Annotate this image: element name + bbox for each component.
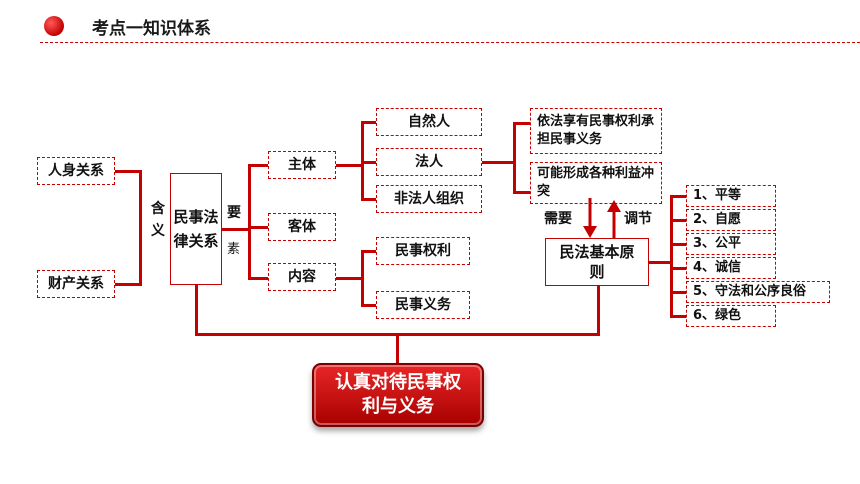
line-to-p2 [670,219,686,222]
line-content-right [336,277,364,280]
personal-relation-box: 人身关系 [37,157,115,185]
civil-rights-box: 民事权利 [376,237,470,265]
line-subjects-right [482,161,516,164]
line-elements-vertical [248,165,251,279]
line-personal [115,170,142,173]
civil-legal-relation-box: 民事法律关系 [170,173,222,285]
line-to-p5 [670,291,686,294]
line-to-p3 [670,243,686,246]
line-property [115,283,142,286]
main-theme-text: 认真对待民事权利与义务 [335,371,461,417]
natural-person-box: 自然人 [376,108,482,136]
arrows-icon [583,198,621,240]
principle-item: 1、平等 [686,185,776,207]
unincorporated-org-box: 非法人组织 [376,185,482,213]
line-to-main [396,333,399,364]
page-title: 考点一知识体系 [92,19,211,39]
line-to-object [248,226,270,229]
legal-person-box: 法人 [376,148,482,176]
elements-label-main: 要 [227,205,241,221]
principle-item: 3、公平 [686,233,776,255]
header-bullet-icon [44,16,64,36]
principle-item: 2、自愿 [686,209,776,231]
object-box: 客体 [268,213,336,241]
line-to-p6 [670,315,686,318]
line-principles-vertical [670,196,673,318]
meaning-label: 含义 [151,201,165,240]
regulate-label: 调节 [624,211,652,227]
note-interest-conflict: 可能形成各种利益冲突 [530,162,662,204]
line-to-note2 [513,191,530,194]
line-to-natural [361,121,377,124]
line-bottom-left [195,285,198,335]
need-label: 需要 [544,211,572,227]
elements-label-sub: 素 [227,242,241,257]
note-rights-obligations: 依法享有民事权利承担民事义务 [530,108,662,154]
principle-item: 6、绿色 [686,305,776,327]
header-divider [40,42,860,43]
line-bottom-right [597,286,600,335]
content-box: 内容 [268,263,336,291]
basic-principles-box: 民法基本原则 [545,238,649,286]
line-to-note1 [513,122,530,125]
line-center-right [222,228,250,231]
line-principles-right [649,261,673,264]
line-to-legal [361,161,377,164]
line-notes-vertical [513,123,516,193]
line-to-subject [248,164,270,167]
civil-obligations-box: 民事义务 [376,291,470,319]
line-content-vertical [361,251,364,306]
principle-item: 5、守法和公序良俗 [686,281,830,303]
line-to-p4 [670,267,686,270]
line-to-obligations [361,304,377,307]
subject-box: 主体 [268,151,336,179]
main-theme-box: 认真对待民事权利与义务 [312,363,484,427]
line-to-p1 [670,195,686,198]
line-to-content [248,277,270,280]
principle-item: 4、诚信 [686,257,776,279]
line-to-unincorporated [361,198,377,201]
line-subject-right [336,164,364,167]
property-relation-box: 财产关系 [37,270,115,298]
line-left-vertical [139,170,142,286]
line-to-rights [361,250,377,253]
